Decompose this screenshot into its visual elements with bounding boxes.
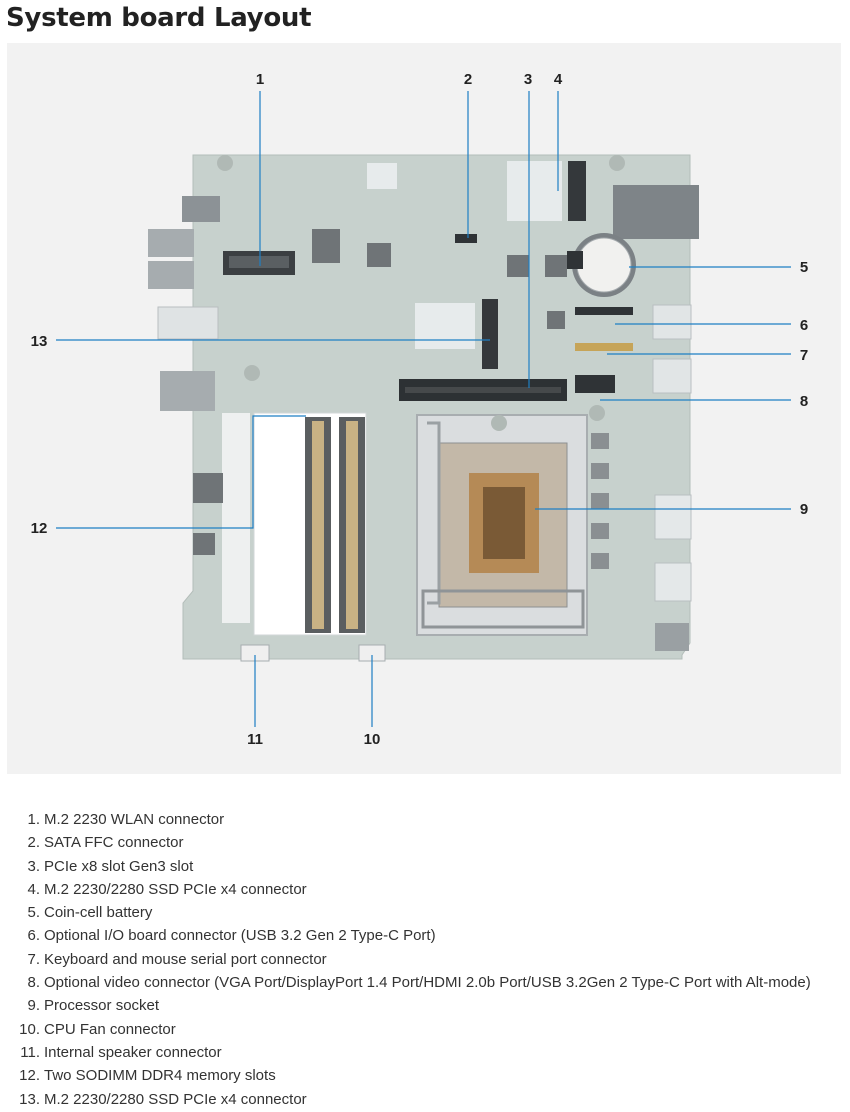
legend-item: 13.M.2 2230/2280 SSD PCIe x4 connector (0, 1088, 850, 1111)
page-title: System board Layout (6, 3, 312, 33)
component-legend: 1.M.2 2230 WLAN connector 2.SATA FFC con… (0, 808, 850, 1111)
callout-number-8: 8 (800, 393, 808, 410)
legend-item-label: PCIe x8 slot Gen3 slot (44, 857, 194, 875)
callout-lines (56, 91, 791, 727)
legend-item-number: 8. (27, 974, 40, 992)
legend-item-label: Coin-cell battery (44, 904, 153, 922)
legend-item: 7.Keyboard and mouse serial port connect… (0, 948, 850, 971)
legend-item: 5.Coin-cell battery (0, 901, 850, 924)
legend-item: 2.SATA FFC connector (0, 831, 850, 854)
system-board-diagram: 1 2 3 4 5 6 7 8 9 10 11 12 13 (31, 71, 809, 748)
callout-number-11: 11 (247, 731, 263, 748)
legend-item-label: CPU Fan connector (44, 1020, 176, 1038)
legend-item-number: 13. (19, 1090, 40, 1108)
legend-item-number: 4. (27, 880, 40, 898)
legend-item: 1.M.2 2230 WLAN connector (0, 808, 850, 831)
legend-item-label: M.2 2230 WLAN connector (44, 811, 225, 828)
legend-item-number: 2. (27, 834, 40, 852)
legend-item-number: 9. (27, 997, 40, 1015)
callout-number-7: 7 (800, 347, 808, 364)
legend-item: 8.Optional video connector (VGA Port/Dis… (0, 971, 850, 994)
legend-item-number: 10. (19, 1020, 40, 1038)
callout-number-12: 12 (31, 520, 48, 537)
legend-item-label: M.2 2230/2280 SSD PCIe x4 connector (44, 1090, 307, 1108)
legend-item-label: Keyboard and mouse serial port connector (44, 950, 327, 968)
legend-item-number: 1. (27, 811, 40, 828)
callout-numbers: 1 2 3 4 5 6 7 8 9 10 11 12 13 (31, 71, 809, 748)
legend-item-label: Two SODIMM DDR4 memory slots (44, 1067, 276, 1085)
legend-item-number: 12. (19, 1067, 40, 1085)
callout-number-1: 1 (256, 71, 264, 88)
callout-number-6: 6 (800, 317, 808, 334)
callout-line-12 (56, 415, 306, 529)
legend-item-label: Processor socket (44, 997, 160, 1015)
legend-item-number: 3. (27, 857, 40, 875)
legend-item-label: Optional video connector (VGA Port/Displ… (44, 974, 811, 992)
motherboard-illustration (148, 154, 699, 662)
callout-number-9: 9 (800, 501, 808, 518)
legend-item-number: 6. (27, 927, 40, 945)
legend-item-number: 11. (20, 1043, 40, 1061)
callout-number-10: 10 (364, 731, 381, 748)
legend-item: 3.PCIe x8 slot Gen3 slot (0, 855, 850, 878)
legend-item: 4.M.2 2230/2280 SSD PCIe x4 connector (0, 878, 850, 901)
legend-item-label: M.2 2230/2280 SSD PCIe x4 connector (44, 880, 307, 898)
legend-item: 6.Optional I/O board connector (USB 3.2 … (0, 924, 850, 947)
legend-item-label: Internal speaker connector (44, 1043, 222, 1061)
system-board-figure: 1 2 3 4 5 6 7 8 9 10 11 12 13 (7, 43, 841, 774)
callout-number-13: 13 (31, 333, 48, 350)
callout-number-2: 2 (464, 71, 472, 88)
legend-item-number: 5. (27, 904, 40, 922)
callout-number-4: 4 (554, 71, 563, 88)
legend-item: 10.CPU Fan connector (0, 1018, 850, 1041)
legend-item-label: Optional I/O board connector (USB 3.2 Ge… (44, 927, 436, 945)
legend-item: 12.Two SODIMM DDR4 memory slots (0, 1064, 850, 1087)
legend-item-label: SATA FFC connector (44, 834, 184, 852)
callout-number-5: 5 (800, 259, 808, 276)
callout-number-3: 3 (524, 71, 532, 88)
legend-item-number: 7. (27, 950, 40, 968)
legend-item: 11.Internal speaker connector (0, 1041, 850, 1064)
legend-item: 9.Processor socket (0, 994, 850, 1017)
